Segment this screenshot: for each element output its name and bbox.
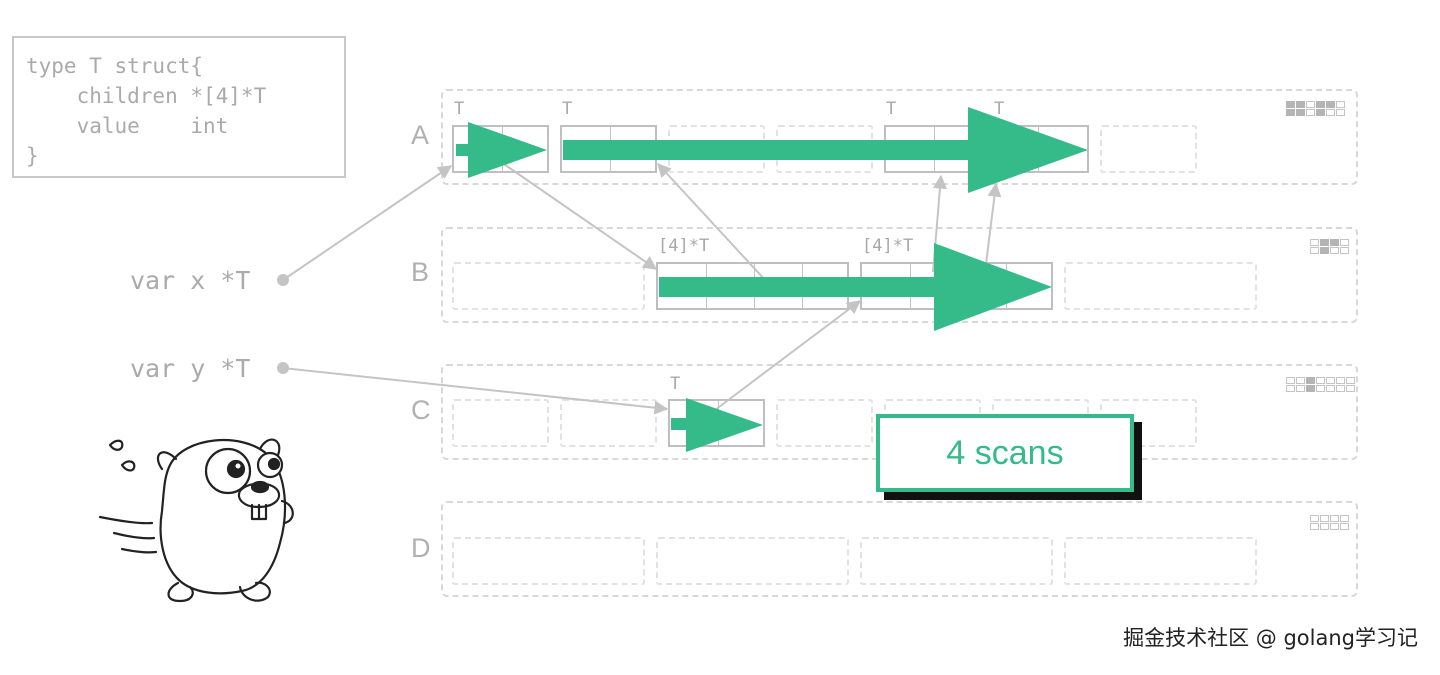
type-tag: [4]*T	[862, 236, 914, 256]
slot-c1	[452, 399, 549, 447]
pointer-a1-to-b2	[497, 159, 658, 270]
code-line: children *[4]*T	[26, 84, 267, 108]
type-tag: T	[994, 99, 1005, 119]
bitmap-indicator-c	[1286, 377, 1355, 392]
code-line: type T struct{	[26, 54, 204, 78]
span-row-a	[441, 89, 1358, 185]
scan-arrows	[456, 107, 1088, 452]
bitmap-indicator-d	[1310, 515, 1349, 530]
slot-d1	[452, 537, 645, 585]
slot-d2	[656, 537, 849, 585]
scan-badge-text: 4 scans	[946, 433, 1064, 472]
pointer-c3-to-b3	[714, 300, 862, 411]
row-label-a: A	[411, 120, 430, 150]
scan-arrow-a1	[456, 122, 547, 178]
type-tag: [4]*T	[658, 236, 710, 256]
type-tag: T	[886, 99, 897, 119]
var-y-label: var y *T	[130, 354, 251, 383]
slot-d3	[860, 537, 1053, 585]
row-label-d: D	[411, 533, 431, 563]
struct-code-box: type T struct{ children *[4]*T value int…	[12, 36, 346, 178]
slot-b1	[452, 262, 645, 310]
var-x-label: var x *T	[130, 266, 251, 295]
scan-arrow-c3	[671, 398, 763, 452]
pointer-x-to-a1	[282, 165, 453, 281]
gopher-illustration	[98, 438, 294, 603]
slot-c4	[776, 399, 873, 447]
scan-arrow-a2-a5	[563, 107, 1088, 193]
pointer-y-to-c3	[282, 367, 669, 415]
type-tag: T	[454, 99, 465, 119]
scan-arrow-b2-b3	[659, 243, 1052, 331]
span-row-d	[441, 501, 1358, 597]
slot-d4	[1064, 537, 1257, 585]
pointer-b2-to-a2	[657, 162, 767, 282]
row-label-b: B	[411, 257, 430, 287]
type-tag: T	[670, 374, 681, 394]
pointer-b3-to-a5b	[984, 182, 1002, 273]
scan-badge: 4 scans	[876, 414, 1134, 492]
bitmap-indicator-a	[1286, 101, 1345, 116]
span-row-b	[441, 227, 1358, 323]
slot-a6	[1100, 125, 1197, 173]
watermark: 掘金技术社区 @ golang学习记	[1123, 626, 1418, 650]
row-label-c: C	[411, 395, 431, 425]
code-line: }	[26, 144, 39, 168]
type-tag: T	[562, 99, 573, 119]
code-line: value int	[26, 114, 229, 138]
slot-b4	[1064, 262, 1257, 310]
bitmap-indicator-b	[1310, 239, 1349, 254]
